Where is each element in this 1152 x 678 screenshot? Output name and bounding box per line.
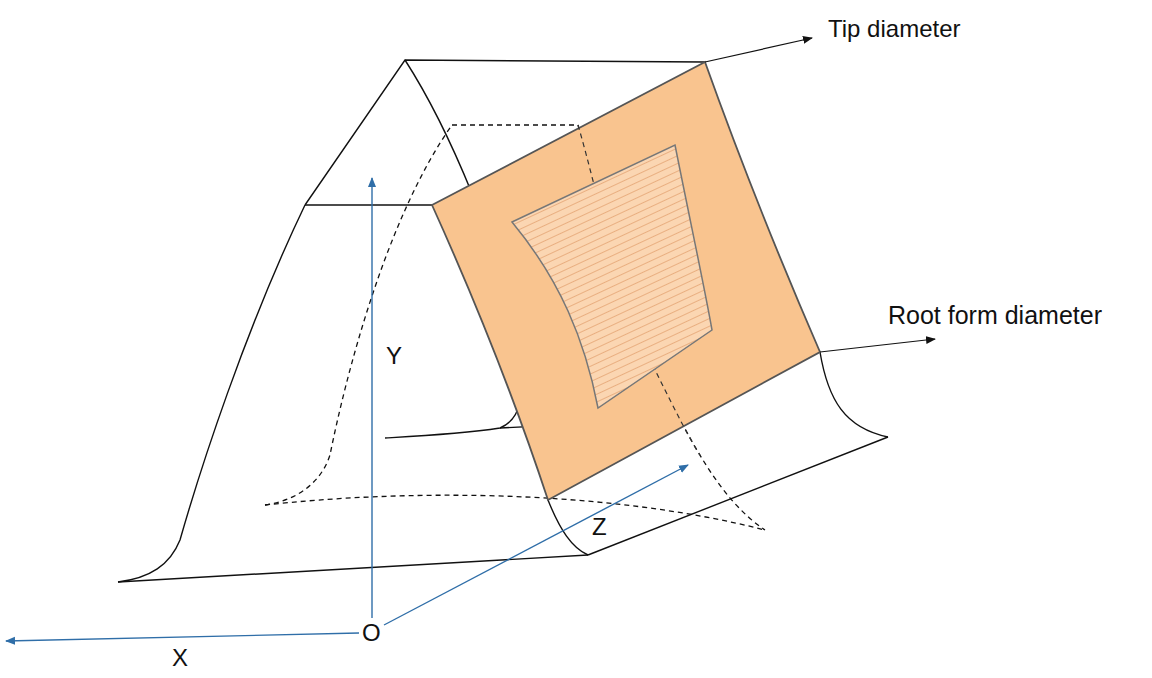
axis-label: X [172, 645, 188, 671]
y-axis [371, 178, 372, 618]
dimension-label: Tip diameter [828, 16, 961, 42]
contact-patch [512, 145, 712, 408]
dimension-label: Root form diameter [888, 302, 1102, 330]
tooth-outline [118, 60, 888, 582]
axis-label: Y [386, 343, 402, 369]
axis-label: Z [592, 514, 607, 540]
origin-label: O [362, 620, 381, 646]
flank-surface [432, 62, 820, 500]
leader-line [820, 339, 935, 352]
z-axis [384, 465, 688, 625]
x-axis [6, 633, 359, 641]
leader-line [705, 38, 812, 62]
